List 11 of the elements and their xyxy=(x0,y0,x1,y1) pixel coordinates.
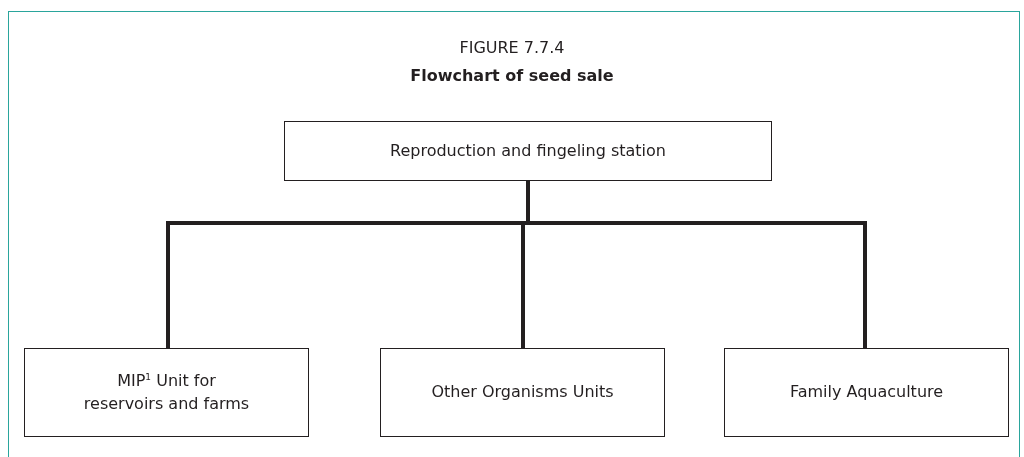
figure-title: Flowchart of seed sale xyxy=(409,66,615,85)
connector-line xyxy=(526,181,867,348)
box-label: Family Aquaculture xyxy=(789,381,944,404)
process-box xyxy=(724,348,1009,437)
box-label: MIP$^{1}$ Unit for reservoirs and farms xyxy=(82,370,251,415)
process-box xyxy=(284,121,772,181)
figure-number: FIGURE 7.7.4 xyxy=(458,38,566,57)
process-box xyxy=(24,348,309,437)
process-box xyxy=(380,348,665,437)
box-label: Reproduction and fingeling station xyxy=(390,139,666,162)
box-label: Other Organisms Units xyxy=(431,381,614,404)
